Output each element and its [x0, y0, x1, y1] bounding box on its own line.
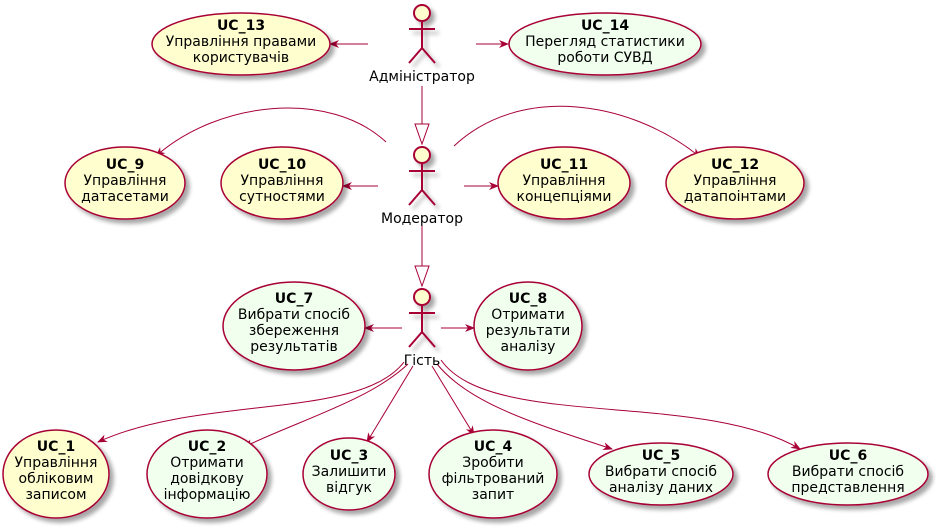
use-case-label-line: Перегляд статистики [525, 34, 685, 50]
use-case-label-line: відгук [326, 480, 372, 496]
use-case-label-line: датапоінтами [684, 189, 786, 205]
arrow-moderator-uc12 [453, 105, 701, 158]
use-case-label-line: запит [472, 487, 514, 503]
use-case-id: UC_8 [509, 291, 547, 307]
use-case-label-line: Управління [15, 455, 98, 471]
use-case-label-line: аналізу даних [609, 480, 713, 496]
use-case-id: UC_6 [829, 448, 867, 464]
use-case-ellipse [497, 146, 631, 220]
use-case-label-line: результатів [250, 339, 337, 355]
actor-label-moderator: Модератор [381, 211, 463, 227]
use-case-label-line: Отримати [491, 307, 565, 323]
arrow-guest-uc6 [440, 359, 801, 450]
use-case-label-line: Вибрати спосіб [605, 464, 717, 480]
use-case-label-line: датасетами [81, 189, 169, 205]
use-case-ellipse [222, 281, 366, 371]
use-case-ellipse [473, 281, 583, 371]
use-case-ellipse [588, 442, 734, 506]
stick-figure-icon [408, 288, 436, 348]
arrow-guest-uc5 [436, 363, 613, 450]
actor-label-admin: Адміністратор [369, 69, 475, 85]
use-case-label-line: Вибрати спосіб [238, 307, 350, 323]
use-case-ellipse [146, 429, 268, 519]
actor-guest: Гість [404, 288, 441, 369]
use-case-ellipse [428, 429, 558, 519]
connections [97, 40, 801, 450]
generalization-arrowhead-guest [414, 265, 430, 288]
use-case-ellipse [302, 437, 396, 511]
use-case-label-line: представлення [791, 480, 904, 496]
use-case-id: UC_10 [258, 157, 306, 173]
use-case-label-line: обліковим [19, 471, 94, 487]
use-case-id: UC_14 [581, 18, 629, 34]
use-case-label-line: Отримати [170, 455, 244, 471]
use-case-ellipse [508, 12, 702, 76]
use-case-label-line: інформацію [164, 487, 251, 503]
use-case-label-line: Управління [84, 173, 167, 189]
generalization-arrowhead-moderator [414, 123, 430, 146]
use-case-id: UC_13 [217, 18, 265, 34]
actor-admin: Адміністратор [369, 4, 475, 85]
use-case-label-line: Управління [523, 173, 606, 189]
arrow-guest-uc4 [431, 365, 475, 436]
use-case-label-line: Вибрати спосіб [792, 464, 904, 480]
use-case-id: UC_5 [642, 448, 680, 464]
use-case-label-line: користувачів [193, 50, 289, 66]
use-case-label-line: Управління [694, 173, 777, 189]
use-case-label-line: Управління правами [166, 34, 317, 50]
use-case-label-line: записом [25, 487, 86, 503]
use-case-label-line: Управління [241, 173, 324, 189]
use-case-ellipse [151, 12, 331, 76]
use-case-ellipse [220, 146, 344, 220]
use-case-label-line: довідкову [170, 471, 244, 487]
use-case-ellipse [64, 146, 186, 220]
use-case-label-line: результати [486, 323, 570, 339]
use-case-id: UC_11 [540, 157, 588, 173]
use-case-id: UC_12 [711, 157, 759, 173]
use-case-label-line: фільтрований [442, 471, 545, 487]
use-case-ellipse [767, 442, 929, 506]
use-case-id: UC_3 [330, 448, 368, 464]
use-case-id: UC_2 [188, 439, 226, 455]
use-case-label-line: збереження [249, 323, 339, 339]
use-case-id: UC_9 [106, 157, 144, 173]
use-case-id: UC_7 [275, 291, 313, 307]
stick-figure-icon [408, 146, 436, 206]
use-case-label-line: концепціями [517, 189, 612, 205]
arrow-guest-uc1 [97, 361, 405, 443]
use-case-label-line: Зробити [462, 455, 523, 471]
use-case-id: UC_1 [37, 439, 75, 455]
use-case-label-line: Залишити [312, 464, 387, 480]
actor-label-guest: Гість [404, 353, 441, 369]
use-case-label-line: аналізу [501, 339, 556, 355]
stick-figure-icon [408, 4, 436, 64]
actor-moderator: Модератор [381, 146, 463, 227]
use-case-ellipse [2, 429, 110, 519]
arrow-guest-uc2 [243, 363, 409, 448]
use-case-label-line: роботи СУВД [557, 50, 652, 66]
use-case-ellipse [665, 146, 805, 220]
use-case-label-line: сутностями [239, 189, 325, 205]
arrow-moderator-uc9 [155, 107, 387, 157]
arrow-guest-uc3 [366, 365, 414, 443]
use-case-id: UC_4 [474, 439, 513, 455]
